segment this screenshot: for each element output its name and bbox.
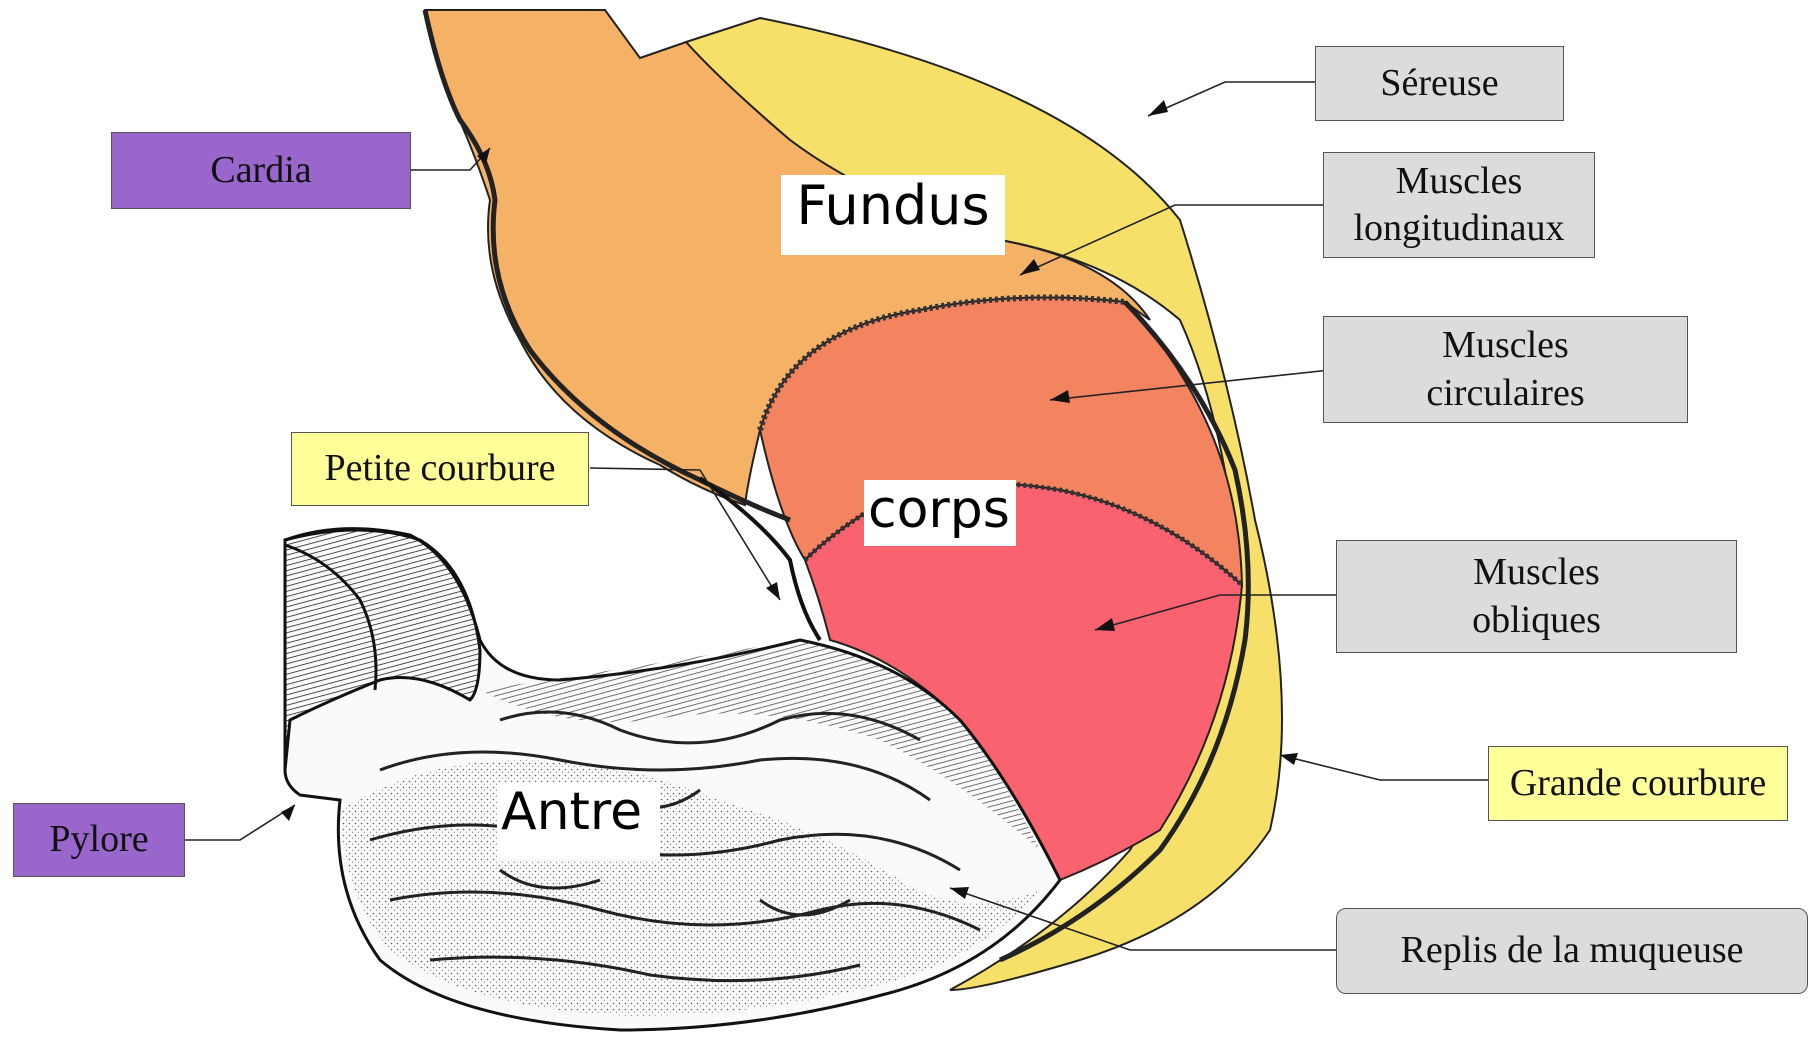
label-grande-courbure: Grande courbure [1488, 746, 1788, 821]
label-cardia: Cardia [111, 132, 411, 209]
label-muscles-obliques: Muscles obliques [1336, 540, 1737, 653]
label-petite-courbure: Petite courbure [291, 432, 589, 506]
label-muscles-circulaires: Muscles circulaires [1323, 316, 1688, 423]
region-fundus: Fundus [781, 175, 1005, 255]
label-sereuse: Séreuse [1315, 46, 1564, 121]
region-corps: corps [864, 480, 1016, 546]
label-replis-muqueuse: Replis de la muqueuse [1336, 908, 1808, 994]
label-muscles-longitudinaux: Muscles longitudinaux [1323, 152, 1595, 258]
region-antre: Antre [497, 782, 660, 860]
label-pylore: Pylore [13, 803, 185, 877]
